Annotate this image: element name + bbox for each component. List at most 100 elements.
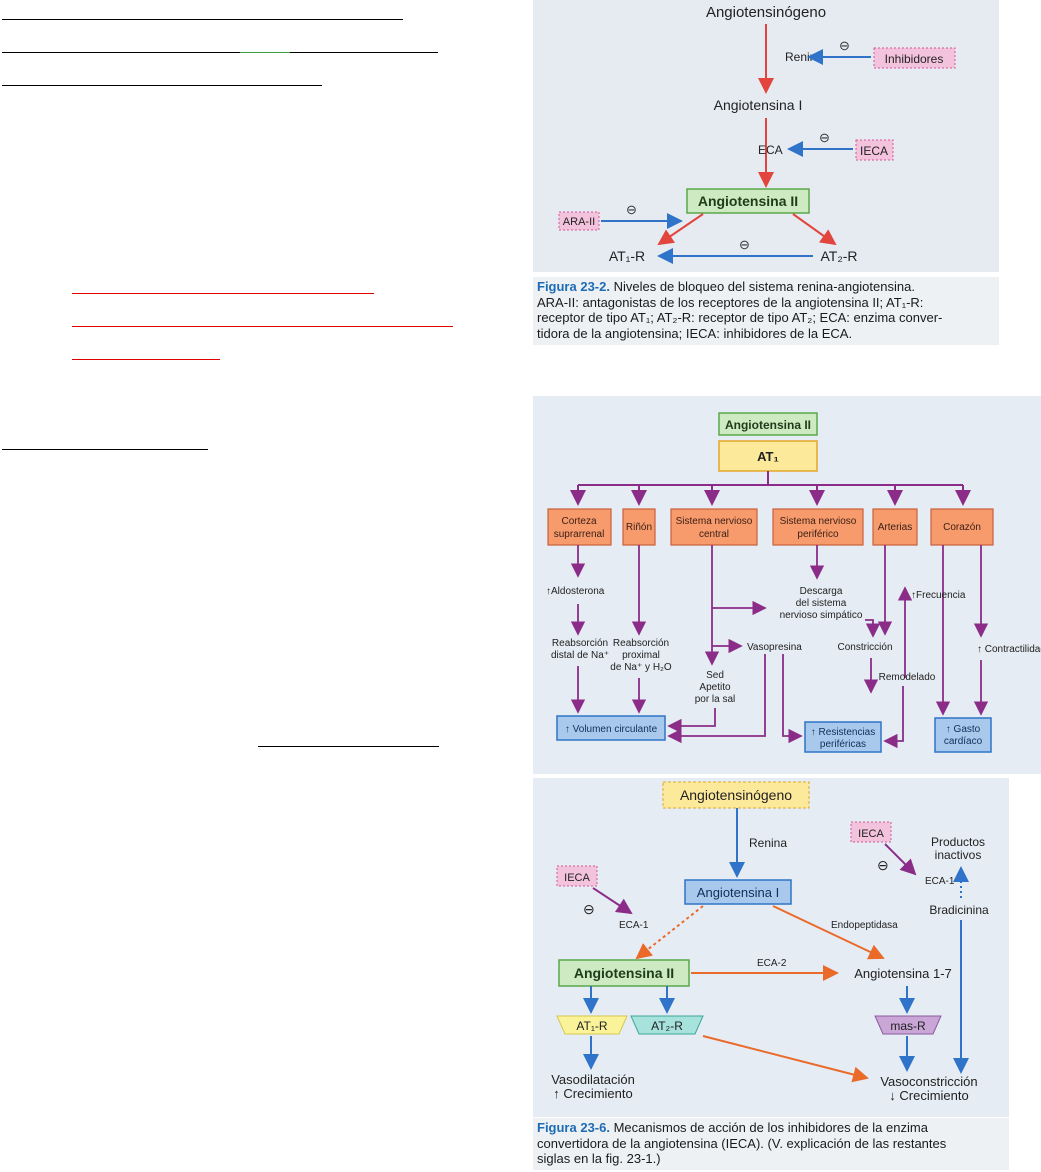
f1-ieca: IECA <box>860 144 888 158</box>
f2-resistencias-box <box>804 721 882 753</box>
f3-vasodilatacion-2: ↑ Crecimiento <box>553 1086 632 1101</box>
text-rule-2a <box>2 52 240 53</box>
text-rule-5 <box>258 746 439 747</box>
f2-snp-box <box>772 508 864 546</box>
f2-descarga-3: nervioso simpático <box>780 610 863 621</box>
f1-eca: ECA <box>758 143 783 157</box>
f1-inhibitors: Inhibidores <box>885 52 944 66</box>
f2-sed-2: Apetito <box>699 682 731 693</box>
f3-vasoconstriccion-2: ↓ Crecimiento <box>889 1088 968 1103</box>
text-rule-red-3 <box>72 359 220 360</box>
f2-snp-1: Sistema nervioso <box>780 516 857 527</box>
caption-1-line3: receptor de tipo AT₁; AT₂-R: receptor de… <box>537 310 943 325</box>
text-rule-2c <box>290 52 438 53</box>
f2-snc-2: central <box>699 529 729 540</box>
f3-vasoconstriccion-1: Vasoconstricción <box>880 1074 977 1089</box>
f1-arrow-a2-at2 <box>792 213 837 246</box>
f1-at1r: AT₁-R <box>609 248 645 264</box>
text-rule-2b <box>240 52 290 53</box>
text-rule-1 <box>2 19 403 20</box>
caption-1-line2: ARA-II: antagonistas de los receptores d… <box>537 294 924 310</box>
f3-at1r-shape <box>556 1015 628 1035</box>
f3-angiotensinogen: Angiotensinógeno <box>680 787 792 803</box>
f2-corteza-box <box>547 508 612 546</box>
f2-descarga-1: Descarga <box>800 586 843 597</box>
f3-arrow-ieca-right <box>884 843 917 876</box>
f1-angiotensin-2-box <box>686 188 810 214</box>
f2-resistencias-1: ↑ Resistencias <box>811 727 875 738</box>
f1-ara2-box <box>558 211 600 231</box>
f1-ieca-box <box>855 139 894 161</box>
text-rule-red-1 <box>72 293 374 294</box>
f3-ieca-left: IECA <box>564 872 590 884</box>
f3-ieca-right: IECA <box>858 828 884 840</box>
f1-angiotensin-1: Angiotensina I <box>714 97 803 113</box>
f3-at2r-shape <box>630 1015 704 1035</box>
f1-arrow-a2-at1 <box>657 213 704 246</box>
f2-vasopresina: Vasopresina <box>747 642 802 653</box>
f1-inhibitors-box <box>873 47 956 69</box>
f1-at2r: AT₂-R <box>820 248 857 264</box>
f3-masr: mas-R <box>890 1019 926 1033</box>
f2-aldosterona: ↑Aldosterona <box>546 586 605 597</box>
f3-renin: Renina <box>749 836 787 850</box>
f3-angiotensin-2-box <box>558 959 690 987</box>
f2-angiotensin-2-box <box>718 412 818 436</box>
f3-arrow-ieca-left <box>592 887 633 915</box>
f3-minus-left: ⊖ <box>583 901 595 917</box>
caption-1-line4: tidora de la angiotensina; IECA: inhibid… <box>537 325 853 341</box>
f3-at1r: AT₁-R <box>576 1019 607 1033</box>
f3-eca1: ECA-1 <box>619 920 649 931</box>
f3-angiotensin-1: Angiotensina I <box>697 885 779 900</box>
f3-endopeptidasa: Endopeptidasa <box>831 920 898 931</box>
caption-2-line1: Mecanismos de acción de los inhibidores … <box>613 1120 928 1135</box>
f3-angiotensin-1-box <box>684 879 792 905</box>
f2-contractilidad: ↑ Contractilidad <box>977 644 1041 655</box>
f2-reabs-prox-1: Reabsorción <box>613 638 669 649</box>
f2-resistencias-2: periféricas <box>820 739 866 750</box>
caption-figure-23-6: Figura 23-6. Mecanismos de acción de los… <box>533 1118 1009 1170</box>
caption-1-label: Figura 23-2. <box>537 279 610 294</box>
f2-reabs-distal-2: distal de Na⁺ <box>551 650 609 661</box>
f2-reabs-distal-1: Reabsorción <box>552 638 608 649</box>
f3-eca2: ECA-2 <box>757 958 787 969</box>
f1-minus-4: ⊖ <box>739 237 750 252</box>
f1-minus-2: ⊖ <box>819 130 830 145</box>
f2-gasto-1: ↑ Gasto <box>946 724 981 735</box>
f3-arrow-a1-a2 <box>635 905 704 960</box>
f1-ara2: ARA-II <box>563 216 595 228</box>
f3-productos-1: Productos <box>931 835 985 849</box>
f3-angiotensin-2: Angiotensina II <box>574 965 674 981</box>
f2-gasto-box <box>934 717 992 753</box>
f2-at1: AT₁ <box>757 449 779 464</box>
f2-frecuencia: ↑Frecuencia <box>911 590 966 601</box>
f3-ieca-left-box <box>556 865 598 887</box>
caption-2-label: Figura 23-6. <box>537 1120 610 1135</box>
caption-2-line3: siglas en la fig. 23-1.) <box>537 1151 661 1166</box>
text-rule-3 <box>2 85 322 86</box>
f3-angiotensin-17: Angiotensina 1-7 <box>854 966 952 981</box>
f2-gasto-2: cardíaco <box>944 736 983 747</box>
f2-volumen-box <box>556 715 666 741</box>
f3-masr-shape <box>874 1015 942 1035</box>
f3-productos-2: inactivos <box>935 848 982 862</box>
f2-arterias-box <box>872 508 918 546</box>
f1-angiotensin-2: Angiotensina II <box>698 193 798 209</box>
text-rule-4 <box>2 449 208 450</box>
f3-ieca-right-box <box>850 821 892 843</box>
f2-rinon: Riñón <box>626 522 652 533</box>
caption-1-line1: Niveles de bloqueo del sistema renina-an… <box>613 279 915 294</box>
f3-eca1-right: ECA-1 <box>925 876 955 887</box>
f2-descarga-2: del sistema <box>796 598 847 609</box>
f3-at2r: AT₂-R <box>651 1019 683 1033</box>
f2-snc-box <box>670 508 758 546</box>
f2-remodelado: Remodelado <box>879 672 936 683</box>
f2-snc-1: Sistema nervioso <box>676 516 753 527</box>
f2-corteza-2: suprarrenal <box>554 529 605 540</box>
figure-renin-angiotensin-block: Angiotensinógeno Renina ⊖ Inhibidores An… <box>533 0 999 272</box>
f2-sed-1: Sed <box>706 670 724 681</box>
f2-arterias: Arterias <box>878 522 912 533</box>
f3-minus-right: ⊖ <box>877 857 889 873</box>
f3-vasodilatacion-1: Vasodilatación <box>551 1072 635 1087</box>
f2-at1-box <box>718 440 818 472</box>
